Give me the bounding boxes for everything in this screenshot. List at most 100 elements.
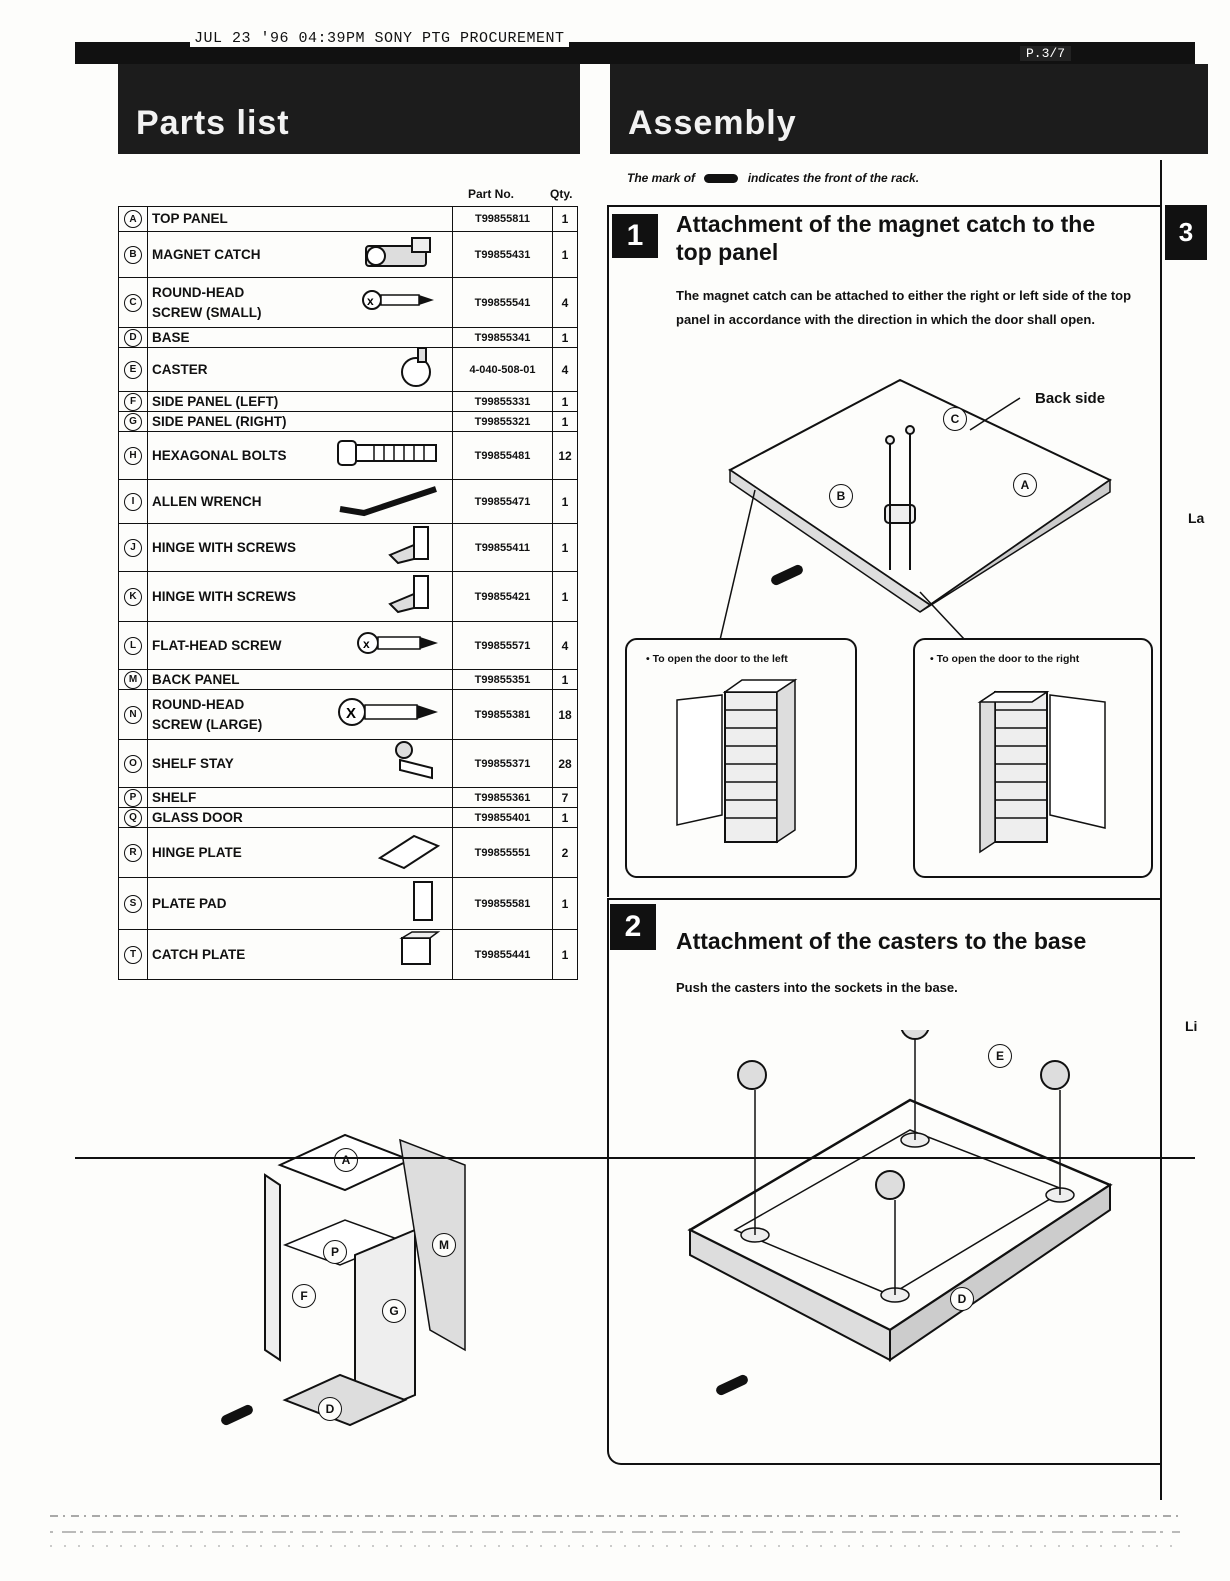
part-qty: 1 xyxy=(552,808,577,827)
part-number: T99855571 xyxy=(452,622,552,669)
parts-list-title: Parts list xyxy=(118,64,580,154)
part-name: ROUND-HEAD SCREW (SMALL) xyxy=(152,284,262,320)
exploded-label-P: P xyxy=(323,1240,347,1264)
part-name-cell: MAGNET CATCH xyxy=(148,232,452,277)
label-B: B xyxy=(829,484,853,508)
part-name-cell: ALLEN WRENCH xyxy=(148,480,452,523)
part-letter: K xyxy=(124,587,142,606)
part-qty: 12 xyxy=(552,432,577,479)
svg-text:x: x xyxy=(363,637,370,651)
exploded-label-D: D xyxy=(318,1397,342,1421)
assembly-title: Assembly xyxy=(610,64,1208,154)
part-qty: 2 xyxy=(552,828,577,877)
step1-box xyxy=(607,205,1162,897)
part-name-cell: SHELF xyxy=(148,788,452,807)
part-letter: Q xyxy=(124,808,142,827)
part-number: T99855811 xyxy=(452,207,552,231)
part-name-cell: HINGE WITH SCREWS xyxy=(148,524,452,571)
door-right-caption: • To open the door to the right xyxy=(930,653,1080,665)
part-letter-cell: T xyxy=(119,930,148,979)
part-letter-cell: I xyxy=(119,480,148,523)
part-letter-cell: M xyxy=(119,670,148,689)
step2-text: Push the casters into the sockets in the… xyxy=(676,980,958,995)
part-letter: F xyxy=(124,392,142,411)
part-name-cell: ROUND-HEAD SCREW (LARGE)X xyxy=(148,690,452,739)
label-C: C xyxy=(943,407,967,431)
shelf-stay-icon xyxy=(384,738,444,790)
part-qty: 1 xyxy=(552,412,577,431)
edge-text-1: La xyxy=(1188,510,1205,526)
edge-text-2: Li xyxy=(1185,1018,1198,1034)
svg-text:X: X xyxy=(346,705,356,722)
part-number: T99855351 xyxy=(452,670,552,689)
fold-line xyxy=(75,1157,1195,1159)
part-number: T99855411 xyxy=(452,524,552,571)
part-letter-cell: Q xyxy=(119,808,148,827)
front-note: The mark of indicates the front of the r… xyxy=(627,171,919,185)
fax-header-bar xyxy=(75,42,1195,64)
part-letter-cell: F xyxy=(119,392,148,411)
exploded-label-A: A xyxy=(334,1148,358,1172)
part-name-cell: CASTER xyxy=(148,346,452,391)
part-letter-cell: S xyxy=(119,878,148,929)
part-number: T99855401 xyxy=(452,808,552,827)
part-qty: 18 xyxy=(552,690,577,739)
part-letter: R xyxy=(124,843,142,862)
part-number: T99855471 xyxy=(452,480,552,523)
step2-box xyxy=(607,898,1162,1465)
part-name: CASTER xyxy=(152,361,208,377)
part-number: T99855421 xyxy=(452,572,552,621)
part-qty: 1 xyxy=(552,930,577,979)
hinge-icon xyxy=(384,572,444,622)
base-casters-illustration xyxy=(687,1030,1113,1396)
part-qty: 7 xyxy=(552,788,577,807)
label-E: E xyxy=(988,1044,1012,1068)
flat-screw-icon: x xyxy=(354,628,444,664)
part-qty: 4 xyxy=(552,278,577,327)
part-qty: 28 xyxy=(552,740,577,787)
part-qty: 1 xyxy=(552,670,577,689)
part-number: T99855381 xyxy=(452,690,552,739)
part-number: T99855481 xyxy=(452,432,552,479)
step2-rule xyxy=(607,898,1160,900)
door-left-caption: • To open the door to the left xyxy=(646,653,788,665)
part-letter: G xyxy=(124,412,142,431)
part-qty: 4 xyxy=(552,348,577,391)
part-letter-cell: D xyxy=(119,328,148,347)
caster-icon xyxy=(394,344,444,396)
part-name-cell: SIDE PANEL (RIGHT) xyxy=(148,412,452,431)
part-letter-cell: L xyxy=(119,622,148,669)
part-number: T99855331 xyxy=(452,392,552,411)
step1-number: 1 xyxy=(612,214,658,258)
front-arrow-icon xyxy=(771,564,803,586)
part-letter-cell: P xyxy=(119,788,148,807)
column-header-qty: Qty. xyxy=(550,187,573,201)
front-note-prefix: The mark of xyxy=(627,171,696,185)
catch-plate-icon xyxy=(394,930,444,980)
top-panel-illustration xyxy=(719,378,1112,640)
front-note-suffix: indicates the front of the rack. xyxy=(747,171,920,185)
part-number: T99855581 xyxy=(452,878,552,929)
front-arrow-icon xyxy=(716,1374,748,1396)
part-qty: 4 xyxy=(552,622,577,669)
part-letter-cell: K xyxy=(119,572,148,621)
large-screw-icon: X xyxy=(334,692,444,738)
door-right-box xyxy=(913,638,1153,878)
hex-bolt-icon xyxy=(334,435,444,477)
part-letter-cell: H xyxy=(119,432,148,479)
part-qty: 1 xyxy=(552,328,577,347)
svg-text:x: x xyxy=(367,294,374,308)
part-qty: 1 xyxy=(552,524,577,571)
part-letter-cell: J xyxy=(119,524,148,571)
part-letter: J xyxy=(124,538,142,557)
